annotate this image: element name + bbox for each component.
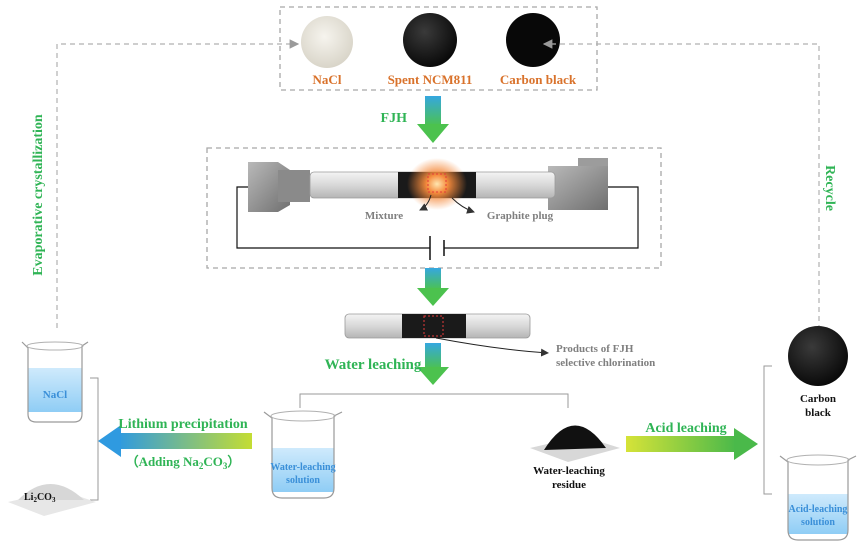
water-residue-label-line2: residue — [552, 479, 586, 491]
evaporative-crystallization-label: Evaporative crystallization — [31, 114, 46, 276]
raw-materials-box — [279, 6, 598, 91]
lithium-precipitation-arrow-shaft — [118, 433, 252, 449]
circuit-wire-right — [444, 186, 639, 249]
li2co3-label: Li2CO3 — [24, 492, 56, 504]
acid-solution-label-line1: Acid-leaching — [789, 504, 848, 515]
products-plug — [402, 314, 466, 338]
water-leaching-arrow-head — [417, 367, 449, 385]
evaporative-recycle-line — [56, 39, 300, 328]
graphite-plug-label: Graphite plug — [487, 210, 554, 222]
fjh-label: FJH — [381, 111, 408, 126]
li2co3-pile — [8, 484, 96, 516]
acid-leaching-arrow-shaft — [626, 436, 736, 452]
products-pointer — [435, 337, 549, 357]
flash-glow — [407, 158, 467, 210]
water-leaching-residue-pile — [530, 425, 620, 462]
mixture-pointer — [419, 194, 432, 211]
products-arrow-shaft — [425, 268, 441, 290]
acid-solution-label-line2: solution — [801, 517, 835, 528]
right-electrode — [548, 158, 608, 210]
graphite-pointer — [451, 197, 475, 214]
products-label-line2: selective chlorination — [556, 357, 655, 369]
nacl-beaker-label: NaCl — [43, 389, 67, 401]
acid-leaching-arrow-head — [734, 428, 758, 460]
carbon-recycle-line — [542, 39, 820, 330]
left-electrode — [248, 162, 310, 212]
acid-leaching-label: Acid leaching — [645, 421, 726, 436]
nacl-beaker — [21, 341, 89, 423]
water-leaching-label: Water leaching — [325, 357, 422, 373]
acid-leaching-beaker — [779, 454, 857, 541]
lithium-precipitation-arrow-head — [98, 425, 121, 457]
mixture-label: Mixture — [365, 210, 403, 222]
carbon-black-output — [788, 326, 848, 386]
carbon-output-label-line2: black — [805, 407, 832, 419]
nacl-label: NaCl — [313, 72, 342, 87]
spent-ncm811-label: Spent NCM811 — [388, 72, 473, 87]
circuit-wire-left — [236, 186, 430, 249]
split-bracket — [299, 393, 569, 408]
carbon-output-label-line1: Carbon — [800, 393, 836, 405]
spent-ncm811-powder — [403, 13, 457, 67]
fjh-arrow-shaft — [425, 96, 441, 126]
products-arrow-head — [417, 288, 449, 306]
lithium-precipitation-label: Lithium precipitation — [118, 417, 247, 432]
fjh-arrow-head — [417, 124, 449, 143]
water-leaching-arrow-shaft — [425, 343, 441, 369]
nacl-powder — [301, 16, 353, 68]
adding-na2co3-label: （Adding Na2CO3） — [126, 454, 241, 471]
left-group-bracket — [90, 377, 99, 501]
water-solution-label-line2: solution — [286, 475, 320, 486]
recycle-label: Recycle — [822, 165, 837, 211]
right-group-bracket — [763, 365, 772, 495]
water-solution-label-line1: Water-leaching — [270, 462, 335, 473]
products-highlight — [423, 315, 444, 337]
water-residue-label-line1: Water-leaching — [533, 465, 605, 477]
carbon-black-powder — [506, 13, 560, 67]
carbon-black-label: Carbon black — [500, 72, 577, 87]
products-label-line1: Products of FJH — [556, 343, 634, 355]
mixture-highlight — [427, 173, 447, 193]
water-leaching-beaker — [263, 410, 343, 499]
